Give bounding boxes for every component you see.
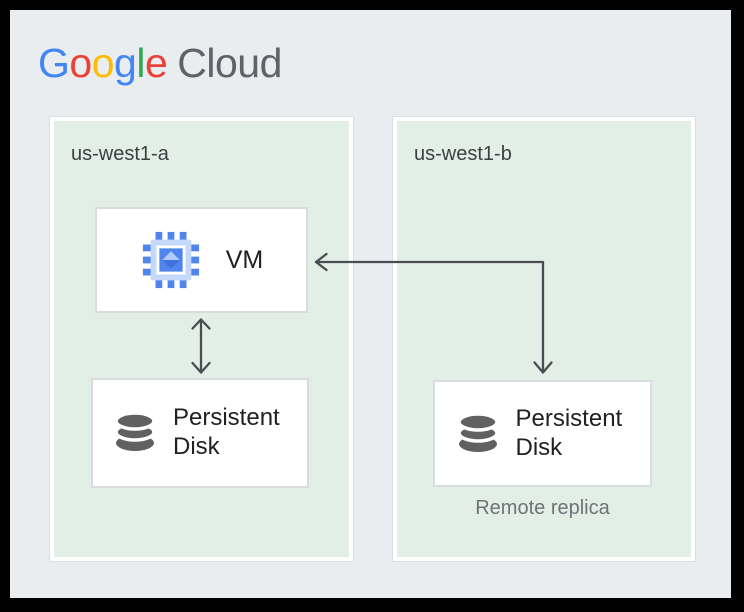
disk-label: Persistent Disk [173, 404, 280, 460]
logo-letter: o [91, 40, 115, 86]
logo-letter: o [69, 40, 92, 86]
vm-label: VM [225, 245, 264, 274]
persistent-disk-node-primary: Persistent Disk [91, 378, 309, 488]
logo-letter: e [144, 40, 168, 86]
logo-letter: l [136, 40, 145, 86]
zone-us-west1-b: us-west1-b [393, 117, 695, 561]
persistent-disk-node-replica: Persistent Disk [433, 380, 652, 487]
vm-node: VM [95, 207, 308, 313]
compute-engine-icon [142, 231, 199, 289]
logo-letter: g [114, 40, 137, 86]
logo-letter: G [38, 40, 70, 86]
zone-us-west1-a: us-west1-a [50, 117, 353, 561]
database-icon [456, 413, 499, 452]
zone-label: us-west1-b [414, 143, 512, 165]
disk-label: Persistent Disk [515, 404, 623, 461]
database-icon [114, 413, 156, 451]
logo-suffix: Cloud [177, 40, 282, 86]
remote-replica-caption: Remote replica [475, 497, 610, 519]
zone-label: us-west1-a [71, 143, 169, 165]
